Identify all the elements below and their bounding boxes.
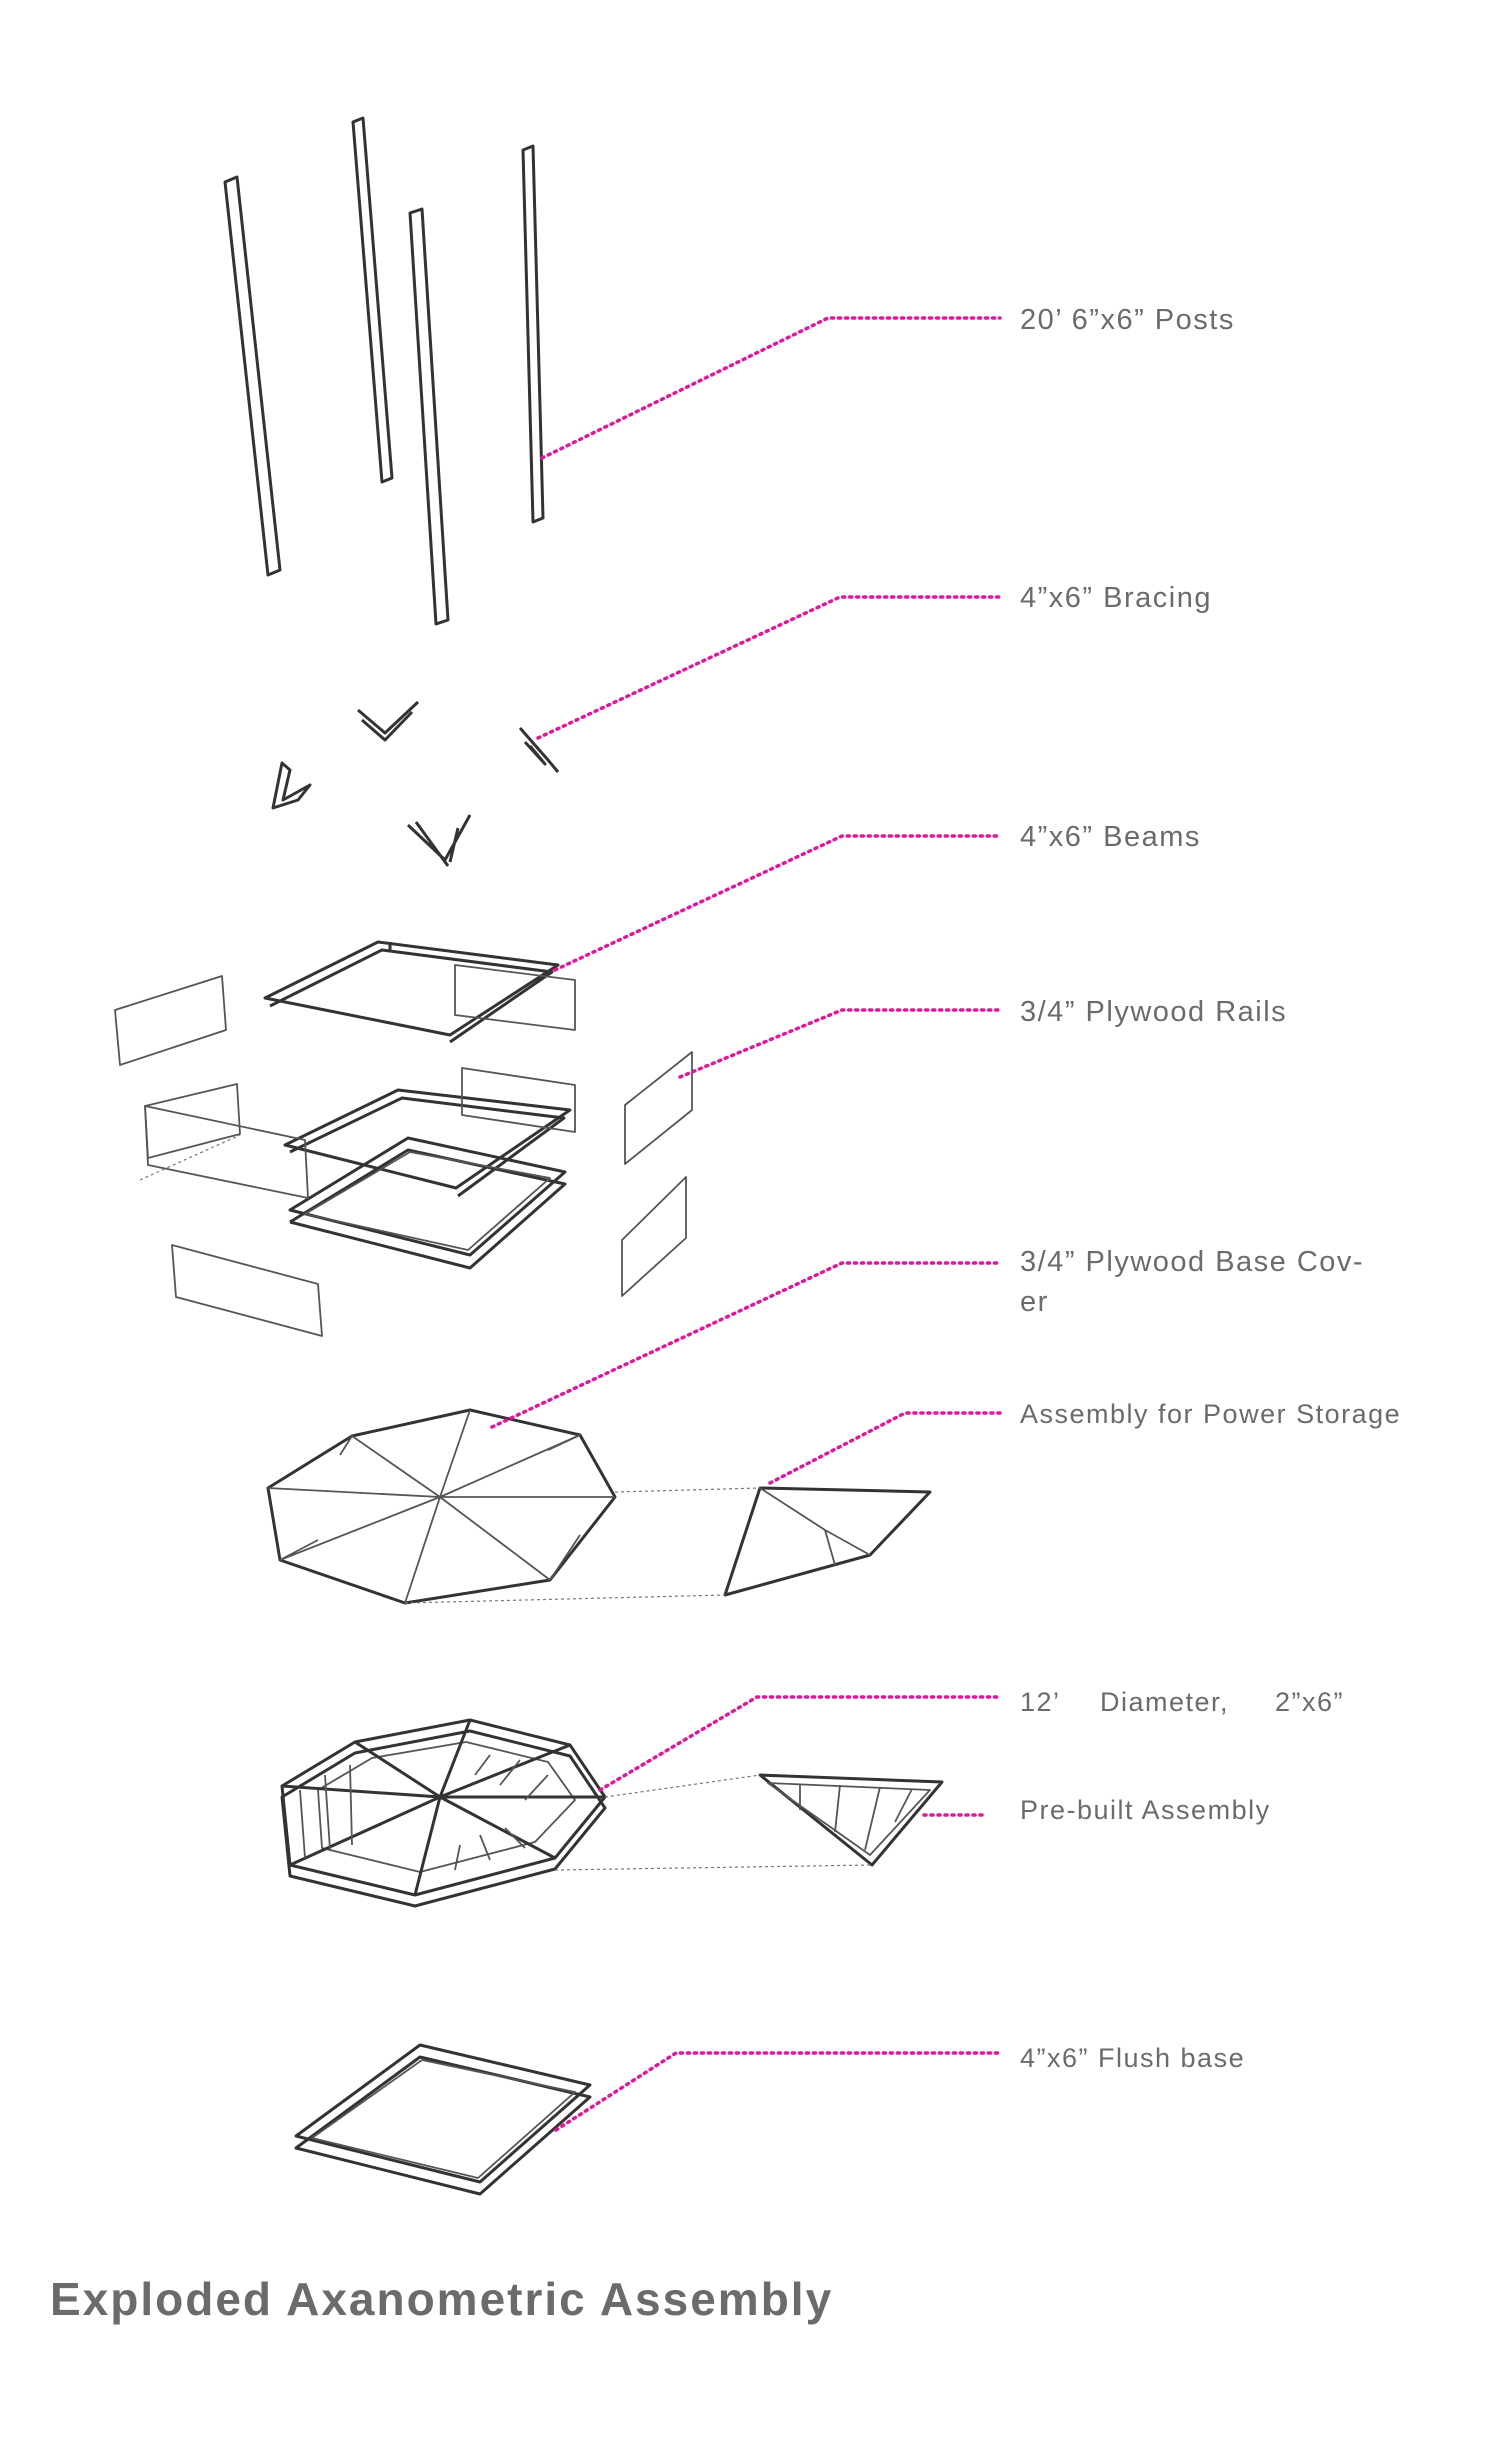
brace [357, 700, 420, 742]
octagon-segments [267, 1409, 615, 1604]
label-basecover-line2: er [1020, 1286, 1049, 1318]
rail-panel [144, 1083, 241, 1159]
label-power-storage: Assembly for Power Storage [1020, 1399, 1402, 1429]
post [408, 207, 450, 626]
beams-frame [263, 940, 572, 1270]
beam-frame-mid [283, 1088, 572, 1198]
post [521, 144, 545, 524]
projection-line [614, 1487, 761, 1493]
rail-panel [461, 1067, 576, 1133]
leader-lines [490, 316, 1002, 2132]
leader-framing [598, 1695, 1002, 1792]
floor-framing [280, 1718, 944, 1908]
diagram-title: Exploded Axanometric Assembly [50, 2273, 834, 2325]
floor-frame-joists [299, 1754, 549, 1871]
leader-beams [553, 834, 1002, 972]
leader-rails [678, 1008, 1002, 1079]
flush-base-frame-2 [294, 2055, 592, 2196]
rail-panel [114, 975, 227, 1066]
flush-base-frame [294, 2043, 592, 2184]
prebuilt-wedge [758, 1773, 944, 1867]
bracing-group [271, 700, 560, 867]
flush-base-inner [311, 2059, 576, 2179]
base-tray [288, 1136, 567, 1270]
label-flush-base: 4”x6” Flush base [1020, 2043, 1246, 2073]
octagon-cover [266, 1408, 617, 1605]
label-bracing: 4”x6” Bracing [1020, 582, 1212, 614]
prebuilt-wedge-joists [799, 1784, 913, 1851]
label-posts: 20’ 6”x6” Posts [1020, 304, 1235, 336]
rail-panel [621, 1176, 687, 1297]
prebuilt-wedge-inner [767, 1782, 931, 1856]
label-basecover-line1: 3/4” Plywood Base Cov- [1020, 1246, 1365, 1278]
leader-bracing [536, 595, 1002, 740]
projection-line [404, 1594, 726, 1604]
power-wedge-segments [759, 1487, 871, 1566]
floor-frame-outer-2 [280, 1729, 607, 1908]
label-diameter-part2: Diameter, [1100, 1687, 1230, 1717]
post [223, 175, 282, 577]
label-rails: 3/4” Plywood Rails [1020, 996, 1288, 1028]
base-tray-inner [304, 1151, 551, 1251]
rail-panel [454, 964, 576, 1031]
posts-group [223, 116, 545, 626]
beam-frame-top [263, 940, 560, 1044]
rail-panel [171, 1244, 323, 1337]
projection-line [604, 1774, 761, 1798]
leader-posts [540, 316, 1002, 460]
rail-panel [624, 1051, 693, 1165]
floor-frame-spokes [281, 1719, 605, 1896]
base-cover [266, 1408, 932, 1605]
flush-base [294, 2043, 592, 2196]
label-diameter-part1: 12’ [1020, 1687, 1061, 1717]
leader-basecover [490, 1261, 1002, 1429]
label-diameter-part3: 2”x6” [1275, 1687, 1345, 1717]
label-prebuilt: Pre-built Assembly [1020, 1795, 1271, 1825]
plywood-rails [114, 964, 693, 1337]
leader-power [768, 1411, 1002, 1485]
leader-flush [554, 2051, 1002, 2132]
rail-panel [144, 1105, 309, 1199]
brace [271, 761, 312, 810]
brace [518, 727, 560, 773]
label-beams: 4”x6” Beams [1020, 821, 1201, 853]
post [351, 116, 394, 484]
floor-frame-inner [317, 1741, 576, 1873]
panel-guide [139, 1134, 241, 1181]
projection-line [554, 1864, 873, 1871]
brace [406, 814, 472, 867]
